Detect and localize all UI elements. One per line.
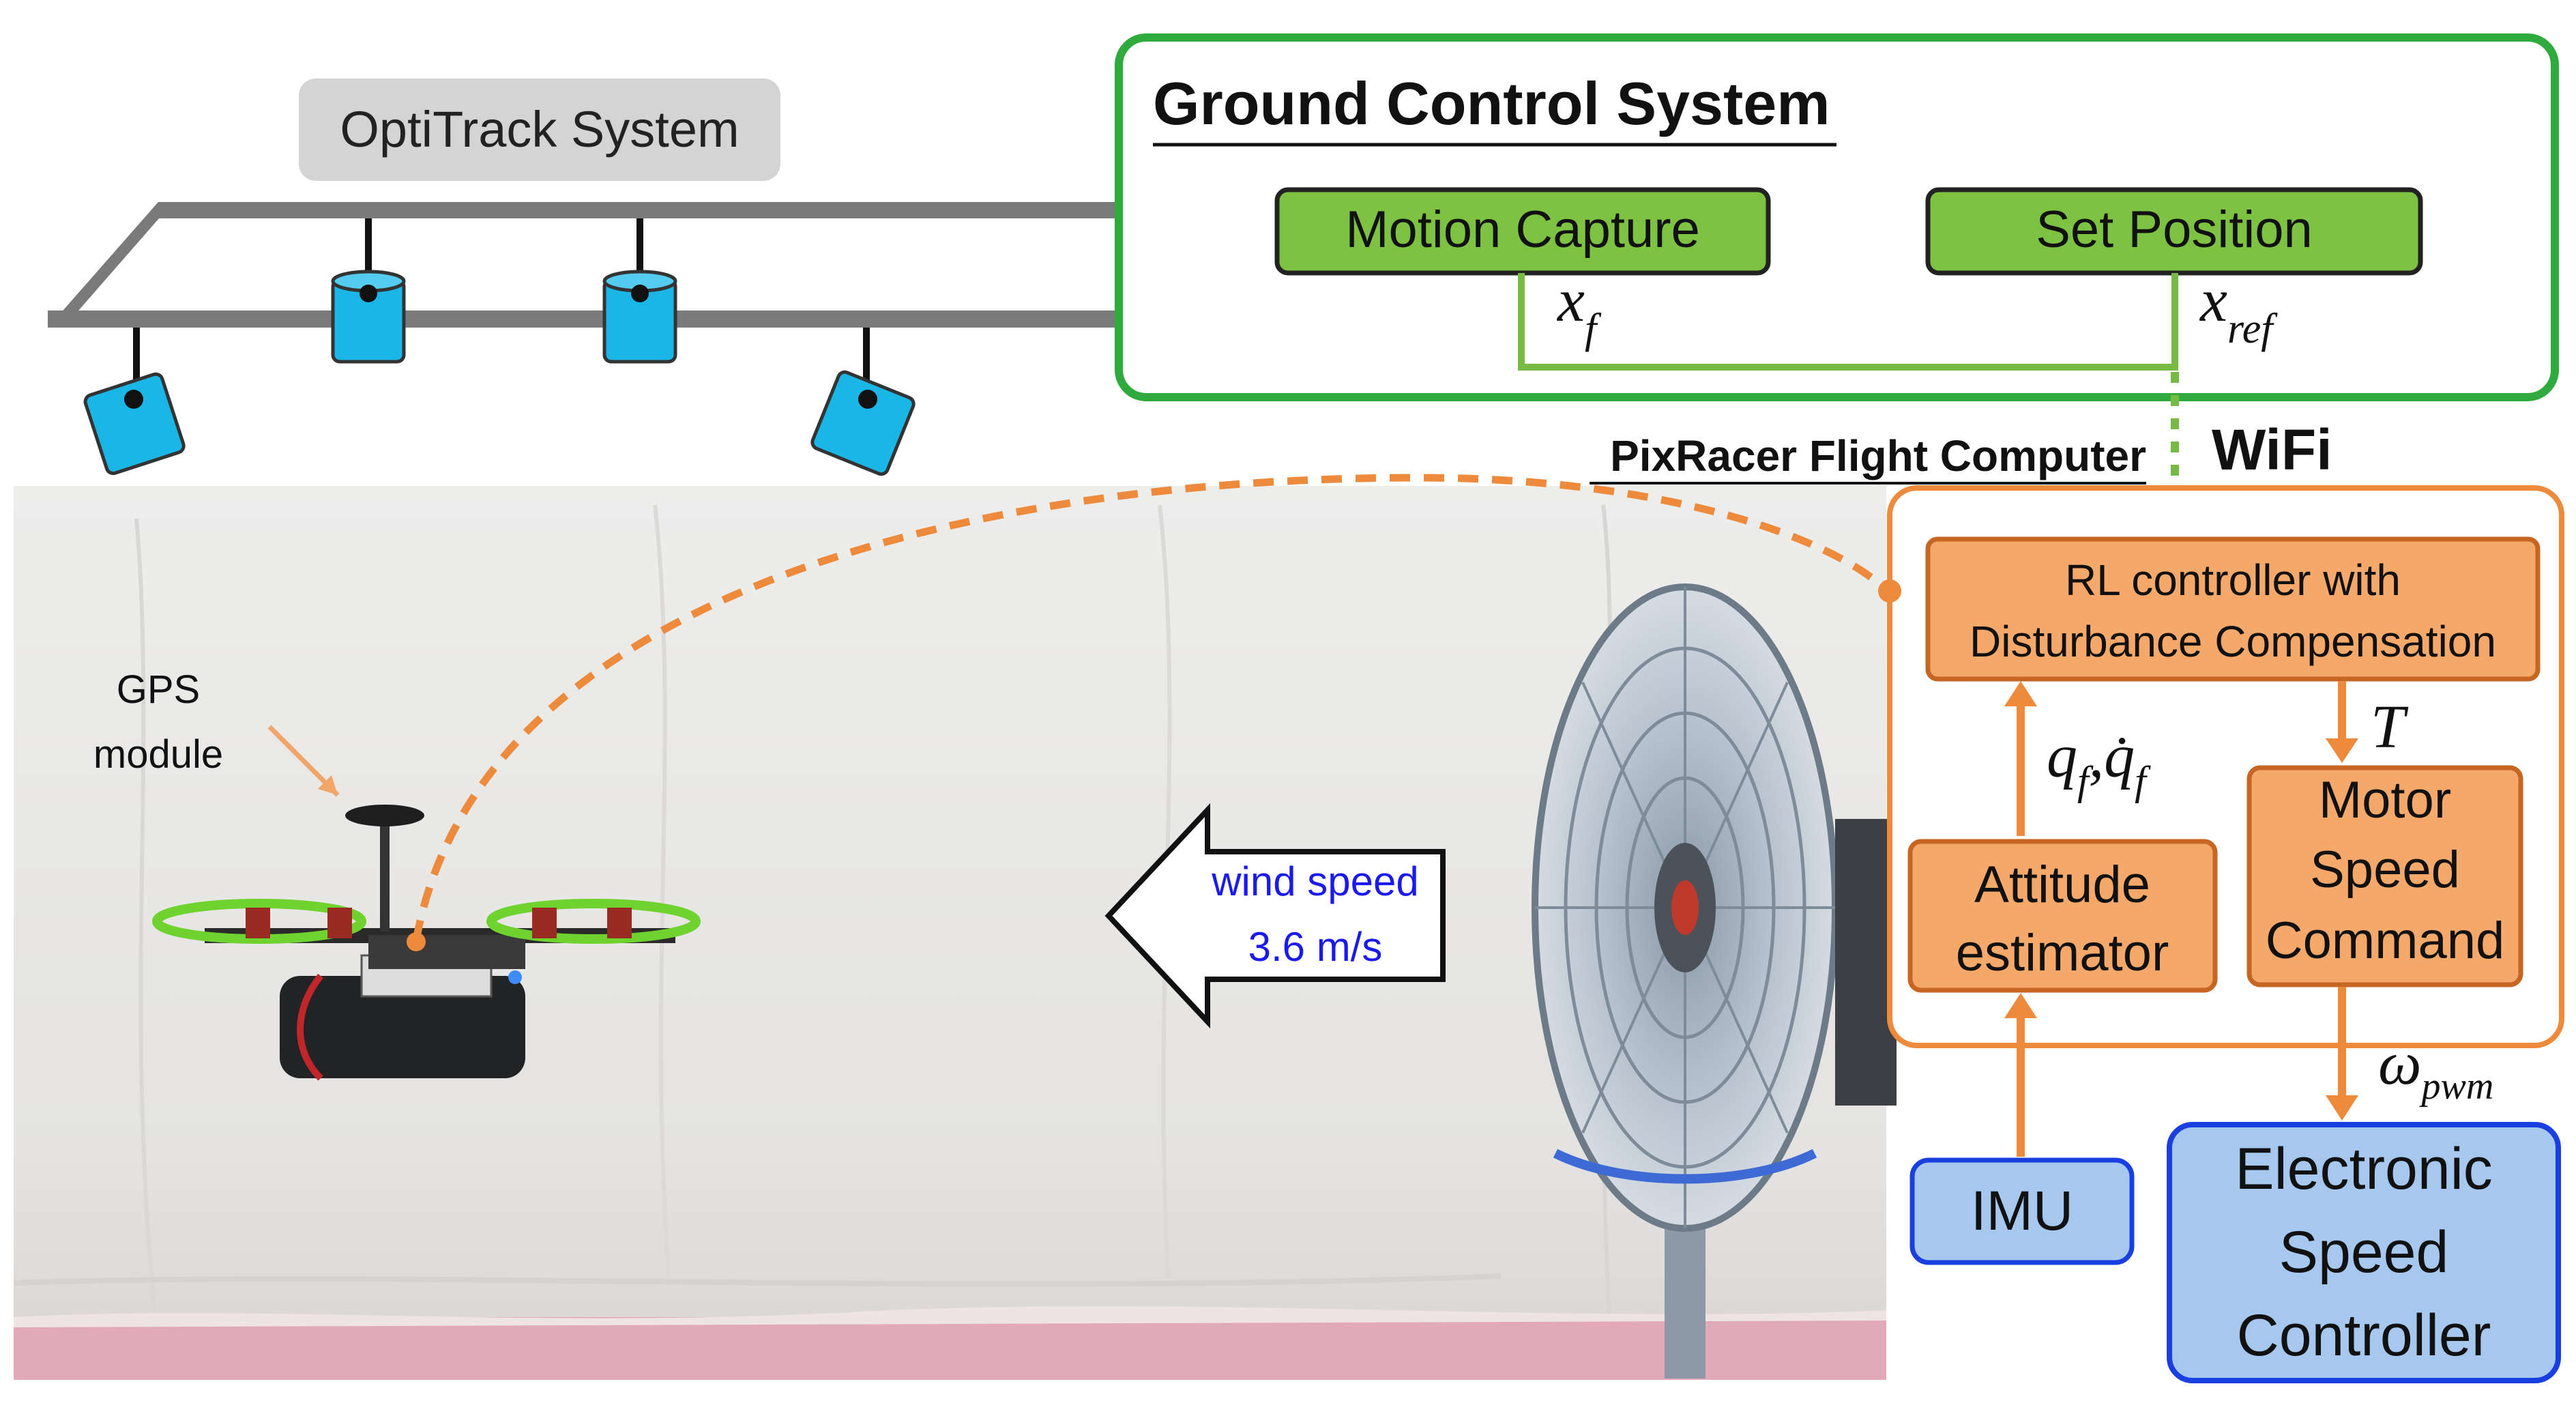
optitrack-label: OptiTrack System <box>340 101 739 158</box>
wifi-label: WiFi <box>2212 418 2332 482</box>
set-position-label: Set Position <box>2036 201 2313 259</box>
wind-label-line2: 3.6 m/s <box>1248 924 1383 970</box>
motor-speed-line2: Speed <box>2310 841 2460 899</box>
wind-arrow <box>1104 803 1446 1029</box>
gps-label-line2: module <box>93 732 223 777</box>
rl-controller-box <box>1925 536 2541 682</box>
rl-controller-line1: RL controller with <box>2065 556 2401 605</box>
esc-line2: Speed <box>2279 1220 2449 1285</box>
imu-box <box>1909 1157 2135 1265</box>
fan <box>1532 583 1897 1379</box>
gcs-signal-line <box>1518 273 2178 371</box>
camera-icon <box>810 328 916 476</box>
motor-speed-command-box <box>2246 765 2523 987</box>
gps-label-line1: GPS <box>117 667 201 712</box>
ground-control-frame <box>1115 33 2559 401</box>
omega-pwm-symbol: ωpwm <box>2378 1030 2493 1108</box>
esc-line3: Controller <box>2237 1303 2491 1368</box>
camera-icon <box>83 328 186 476</box>
ground-control-title: Ground Control System <box>1153 70 1830 137</box>
camera-icon <box>602 218 677 364</box>
wind-label-line1: wind speed <box>1211 858 1419 904</box>
attitude-estimator-line1: Attitude <box>1974 856 2150 914</box>
motor-speed-line3: Command <box>2266 912 2505 970</box>
esc-box <box>2167 1122 2561 1383</box>
camera-icon <box>331 218 406 364</box>
optitrack-rig <box>48 202 1132 476</box>
optitrack-label-box <box>299 78 780 181</box>
attitude-estimator-box <box>1907 839 2218 993</box>
rl-controller-line2: Disturbance Compensation <box>1970 617 2496 666</box>
torque-symbol: T <box>2371 693 2409 761</box>
quadrotor <box>152 805 701 1081</box>
motion-capture-label: Motion Capture <box>1345 201 1700 259</box>
floor-mat <box>14 1317 1886 1380</box>
xref-symbol: xref <box>2199 267 2278 352</box>
q-state-symbol: qf,q̇f <box>2047 723 2151 803</box>
pixracer-title: PixRacer Flight Computer <box>1610 431 2146 480</box>
esc-line1: Electronic <box>2235 1136 2493 1202</box>
attitude-estimator-line2: estimator <box>1956 924 2169 982</box>
motor-speed-line1: Motor <box>2319 771 2451 829</box>
imu-label: IMU <box>1971 1180 2073 1242</box>
